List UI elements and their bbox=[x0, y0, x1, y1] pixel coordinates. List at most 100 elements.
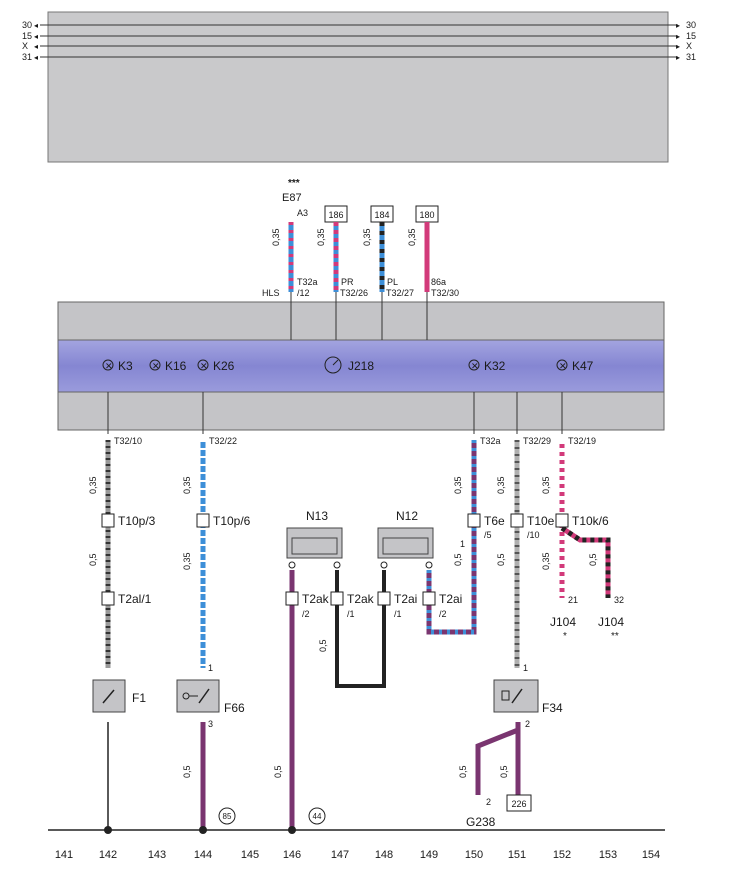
rail-label-right-15: 15 bbox=[686, 31, 696, 41]
scale-153: 153 bbox=[599, 849, 617, 861]
svg-text:✕: ✕ bbox=[200, 361, 208, 371]
box-186-label: 186 bbox=[328, 210, 343, 220]
e87-pin: A3 bbox=[297, 208, 308, 218]
switch-f34-pin-bottom: 2 bbox=[525, 719, 530, 729]
size-153: 0,5 bbox=[588, 553, 598, 566]
size-loop: 0,5 bbox=[318, 639, 328, 652]
svg-text:▸: ▸ bbox=[676, 21, 680, 30]
column-scale: 141 142 143 144 145 146 147 148 149 150 … bbox=[55, 849, 660, 861]
box-180-label: 180 bbox=[419, 210, 434, 220]
scale-147: 147 bbox=[331, 849, 349, 861]
lamp-k16: ✕ K16 bbox=[149, 359, 187, 373]
svg-text:✕: ✕ bbox=[152, 361, 160, 371]
gauge-j218: J218 bbox=[324, 356, 374, 374]
rail-label-left-15: 15 bbox=[22, 31, 32, 41]
svg-text:◂: ◂ bbox=[34, 53, 38, 62]
ref-circle-44 bbox=[308, 807, 326, 825]
rail-label-left-30: 30 bbox=[22, 20, 32, 30]
rail-label-left-x: X bbox=[22, 41, 28, 51]
size-226: 0,5 bbox=[499, 765, 509, 778]
plug-symbols bbox=[101, 513, 569, 606]
j104-right: J104 bbox=[598, 615, 624, 629]
plug-t2ai-2-pin: /2 bbox=[439, 609, 447, 619]
svg-text:✕: ✕ bbox=[559, 361, 567, 371]
heater-n13-label: N13 bbox=[306, 509, 328, 523]
lamp-k16-label: K16 bbox=[165, 359, 187, 373]
plug-t10e: T10e bbox=[527, 514, 555, 528]
lamp-k32-label: K32 bbox=[484, 359, 506, 373]
plug-t2ai-1: T2ai bbox=[394, 592, 417, 606]
size-144-b: 0,35 bbox=[182, 552, 192, 570]
box-184-label: 184 bbox=[374, 210, 389, 220]
gauge-j218-label: J218 bbox=[348, 359, 374, 373]
scale-144: 144 bbox=[194, 849, 212, 861]
connector-t32-19: T32/19 bbox=[568, 436, 596, 446]
j104-left-pin: 21 bbox=[568, 595, 578, 605]
connector-t32-30: T32/30 bbox=[431, 288, 459, 298]
scale-143: 143 bbox=[148, 849, 166, 861]
switch-f34-pin-top: 1 bbox=[523, 663, 528, 673]
switch-f66: F66 1 3 bbox=[176, 663, 245, 729]
top-panel bbox=[47, 11, 669, 163]
connector-t32-10: T32/10 bbox=[114, 436, 142, 446]
size-e87: 0,35 bbox=[271, 228, 281, 246]
scale-148: 148 bbox=[375, 849, 393, 861]
connector-t32-22: T32/22 bbox=[209, 436, 237, 446]
pl-label: PL bbox=[387, 277, 398, 287]
size-180: 0,35 bbox=[407, 228, 417, 246]
j104-right-pin: 32 bbox=[614, 595, 624, 605]
plug-t6e-mark: 1 bbox=[460, 539, 465, 549]
size-150-a: 0,35 bbox=[453, 476, 463, 494]
lamp-k3-label: K3 bbox=[118, 359, 133, 373]
g238-label: G238 bbox=[466, 815, 496, 829]
scale-152: 152 bbox=[553, 849, 571, 861]
plug-t2ai-2: T2ai bbox=[439, 592, 462, 606]
cluster-band bbox=[57, 339, 665, 393]
svg-text:✕: ✕ bbox=[471, 361, 479, 371]
scale-146: 146 bbox=[283, 849, 301, 861]
box-226 bbox=[506, 794, 532, 812]
rail-label-right-30: 30 bbox=[686, 20, 696, 30]
scale-154: 154 bbox=[642, 849, 660, 861]
gauge-icon bbox=[324, 356, 342, 374]
switch-f34: F34 1 2 bbox=[493, 663, 563, 729]
scale-141: 141 bbox=[55, 849, 73, 861]
size-144-a: 0,35 bbox=[182, 476, 192, 494]
junction-146 bbox=[288, 826, 296, 834]
e87-connector-b: /12 bbox=[297, 288, 310, 298]
plug-t6e-pin: /5 bbox=[484, 530, 492, 540]
plug-t10e-pin: /10 bbox=[527, 530, 540, 540]
plug-t2ai-1-pin: /1 bbox=[394, 609, 402, 619]
lamp-k26: ✕ K26 bbox=[197, 359, 235, 373]
plug-t10p6: T10p/6 bbox=[213, 514, 251, 528]
e87-stars: *** bbox=[288, 178, 300, 189]
size-142-a: 0,35 bbox=[88, 476, 98, 494]
ref-circle-85 bbox=[218, 807, 236, 825]
rail-arrows: ◂◂◂◂ ▸▸▸▸ bbox=[34, 21, 680, 62]
box-226-label: 226 bbox=[511, 799, 526, 809]
e87-label: E87 bbox=[282, 192, 302, 204]
connector-t32-29: T32/29 bbox=[523, 436, 551, 446]
scale-151: 151 bbox=[508, 849, 526, 861]
size-150-b: 0,5 bbox=[453, 553, 463, 566]
plug-t10k6: T10k/6 bbox=[572, 514, 609, 528]
pr-label: PR bbox=[341, 277, 354, 287]
rail-label-left-31: 31 bbox=[22, 52, 32, 62]
heater-n12-label: N12 bbox=[396, 509, 418, 523]
switch-f34-label: F34 bbox=[542, 701, 563, 715]
wire-f34-g238 bbox=[475, 722, 521, 795]
ref-circle-85-label: 85 bbox=[223, 812, 232, 821]
switch-f1-label: F1 bbox=[132, 691, 146, 705]
plug-t2ak-1-pin: /1 bbox=[347, 609, 355, 619]
svg-text:◂: ◂ bbox=[34, 42, 38, 51]
junction-142 bbox=[104, 826, 112, 834]
connector-t32a: T32a bbox=[480, 436, 501, 446]
wire-n13-n12-loop bbox=[335, 570, 386, 688]
size-151-b: 0,5 bbox=[496, 553, 506, 566]
scale-150: 150 bbox=[465, 849, 483, 861]
plug-t6e: T6e bbox=[484, 514, 505, 528]
junction-144 bbox=[199, 826, 207, 834]
svg-text:◂: ◂ bbox=[34, 32, 38, 41]
scale-145: 145 bbox=[241, 849, 259, 861]
